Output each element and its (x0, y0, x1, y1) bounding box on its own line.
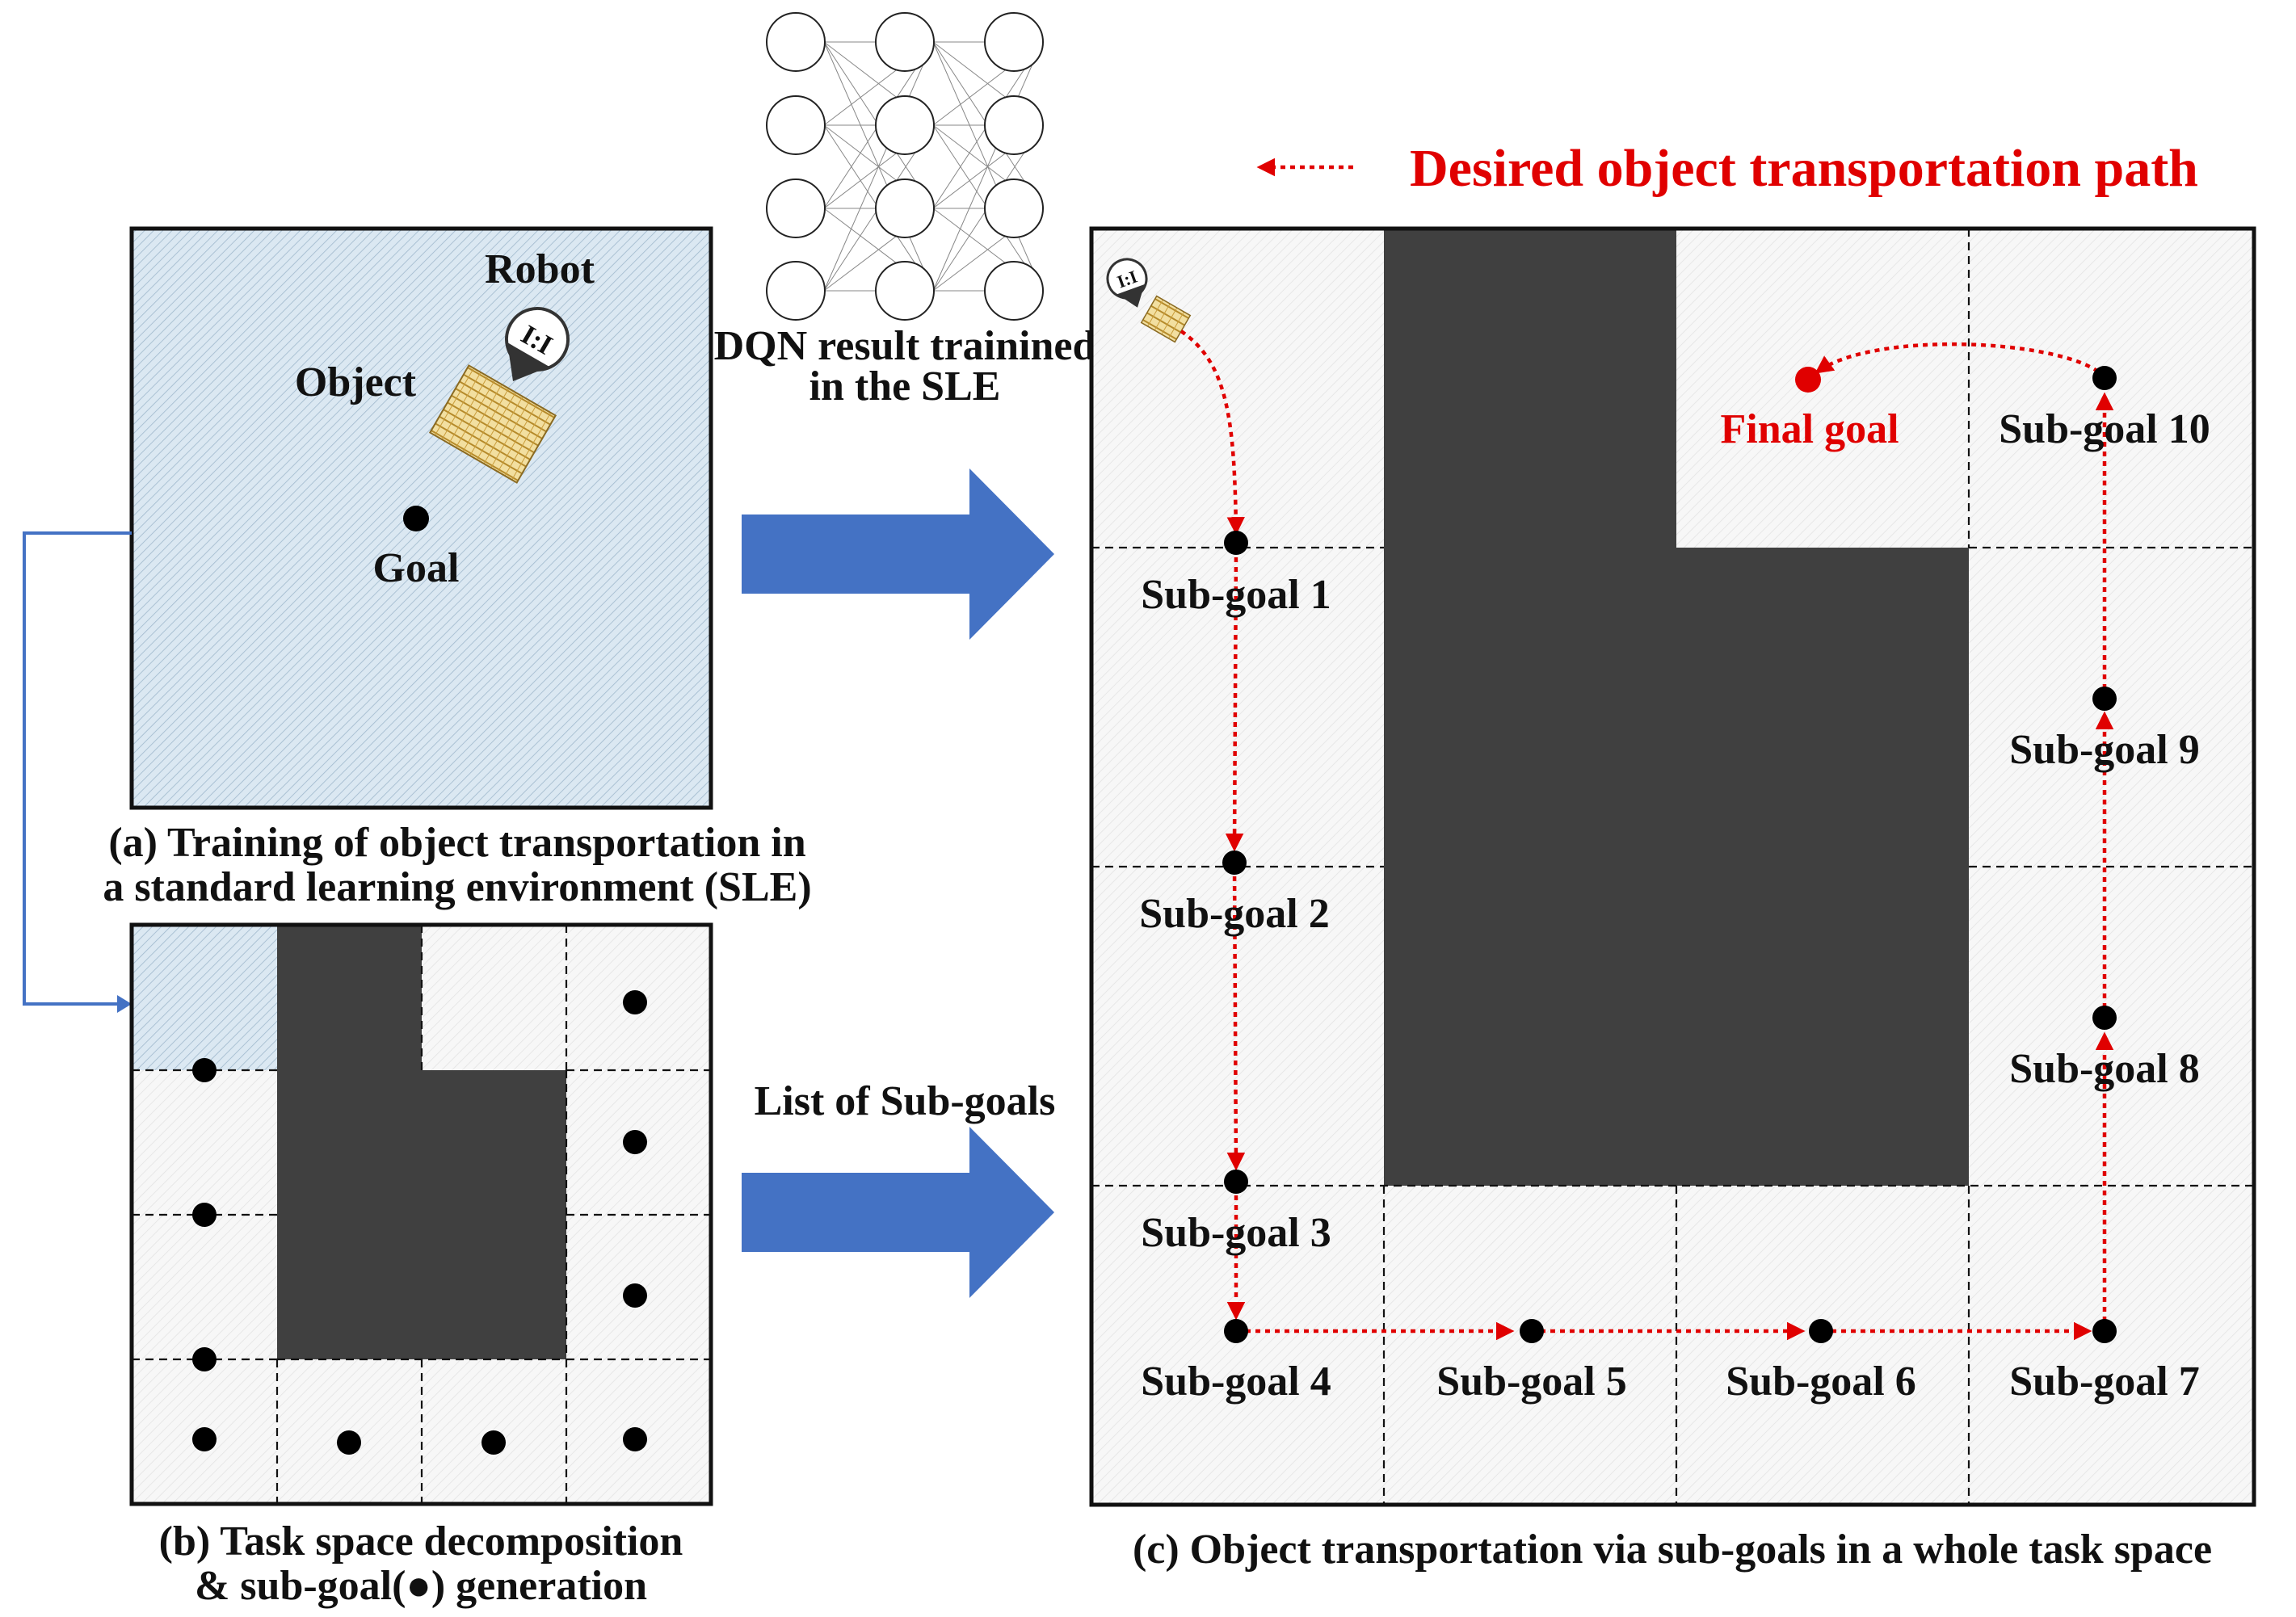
subgoal-label-10: Sub-goal 10 (1999, 406, 2210, 452)
goal-label: Goal (373, 545, 460, 591)
panel-a-caption-line1: (a) Training of object transportation in (108, 820, 805, 866)
obstacle-large (1384, 229, 1969, 1186)
dqn-network-icon (766, 12, 1044, 321)
obstacle-small (277, 925, 566, 1359)
subgoal-dot-7 (2092, 1319, 2117, 1343)
subgoal-list-label: List of Sub-goals (755, 1078, 1056, 1124)
subgoal-dot-5 (1520, 1319, 1544, 1343)
subgoal-dot-4 (1224, 1319, 1248, 1343)
final-goal-label: Final goal (1720, 406, 1899, 452)
subgoal-dot-10 (2092, 366, 2117, 390)
dqn-caption-line2: in the SLE (809, 363, 1001, 410)
subgoal-label-3: Sub-goal 3 (1141, 1210, 1331, 1256)
subgoal-dot-9 (2092, 687, 2117, 711)
robot-icon-c: I:I (1106, 258, 1148, 308)
subgoal-dot-1 (1224, 531, 1248, 555)
subgoal-dots-large (1222, 366, 2117, 1343)
dqn-caption-line1: DQN result trainined (714, 323, 1096, 369)
panel-a: Robot I:I Object Goal (a) Training of ob… (103, 226, 812, 910)
panel-b-caption-line2: & sub-goal(●) generation (195, 1563, 647, 1609)
sle-cell (132, 925, 277, 1070)
object-label: Object (295, 359, 417, 405)
subgoal-label-6: Sub-goal 6 (1726, 1359, 1916, 1405)
subgoal-dot-8 (2092, 1006, 2117, 1030)
subgoal-label-4: Sub-goal 4 (1141, 1359, 1331, 1405)
panel-a-caption-line2: a standard learning environment (SLE) (103, 864, 811, 910)
arrow-bottom (742, 1127, 1054, 1298)
panel-b: (b) Task space decomposition & sub-goal(… (129, 922, 713, 1609)
subgoal-dot-2 (1222, 850, 1247, 875)
subgoal-label-5: Sub-goal 5 (1436, 1359, 1627, 1405)
robot-icon: I:I (505, 307, 570, 381)
legend: Desired object transportation path (1256, 139, 2198, 198)
subgoal-label-2: Sub-goal 2 (1139, 891, 1330, 937)
legend-text: Desired object transportation path (1410, 139, 2198, 198)
arrow-top (742, 468, 1054, 640)
panel-b-caption-line1: (b) Task space decomposition (159, 1518, 683, 1564)
robot-label: Robot (485, 246, 595, 292)
panel-c: I:I (1089, 226, 2256, 1573)
pallet-object (428, 364, 557, 484)
final-goal-dot (1795, 367, 1821, 393)
subgoal-label-9: Sub-goal 9 (2009, 727, 2200, 773)
subgoal-label-7: Sub-goal 7 (2009, 1359, 2200, 1405)
pallet-object-c (1140, 295, 1192, 343)
goal-dot (403, 506, 429, 531)
subgoal-dot-3 (1224, 1170, 1248, 1194)
connector-arrow (23, 531, 132, 1013)
subgoal-label-1: Sub-goal 1 (1141, 572, 1331, 618)
subgoal-label-8: Sub-goal 8 (2009, 1046, 2200, 1092)
subgoal-dot-6 (1809, 1319, 1833, 1343)
subgoal-dots-small (192, 990, 647, 1455)
transport-path (1180, 330, 2114, 1341)
panel-c-caption: (c) Object transportation via sub-goals … (1133, 1527, 2212, 1573)
